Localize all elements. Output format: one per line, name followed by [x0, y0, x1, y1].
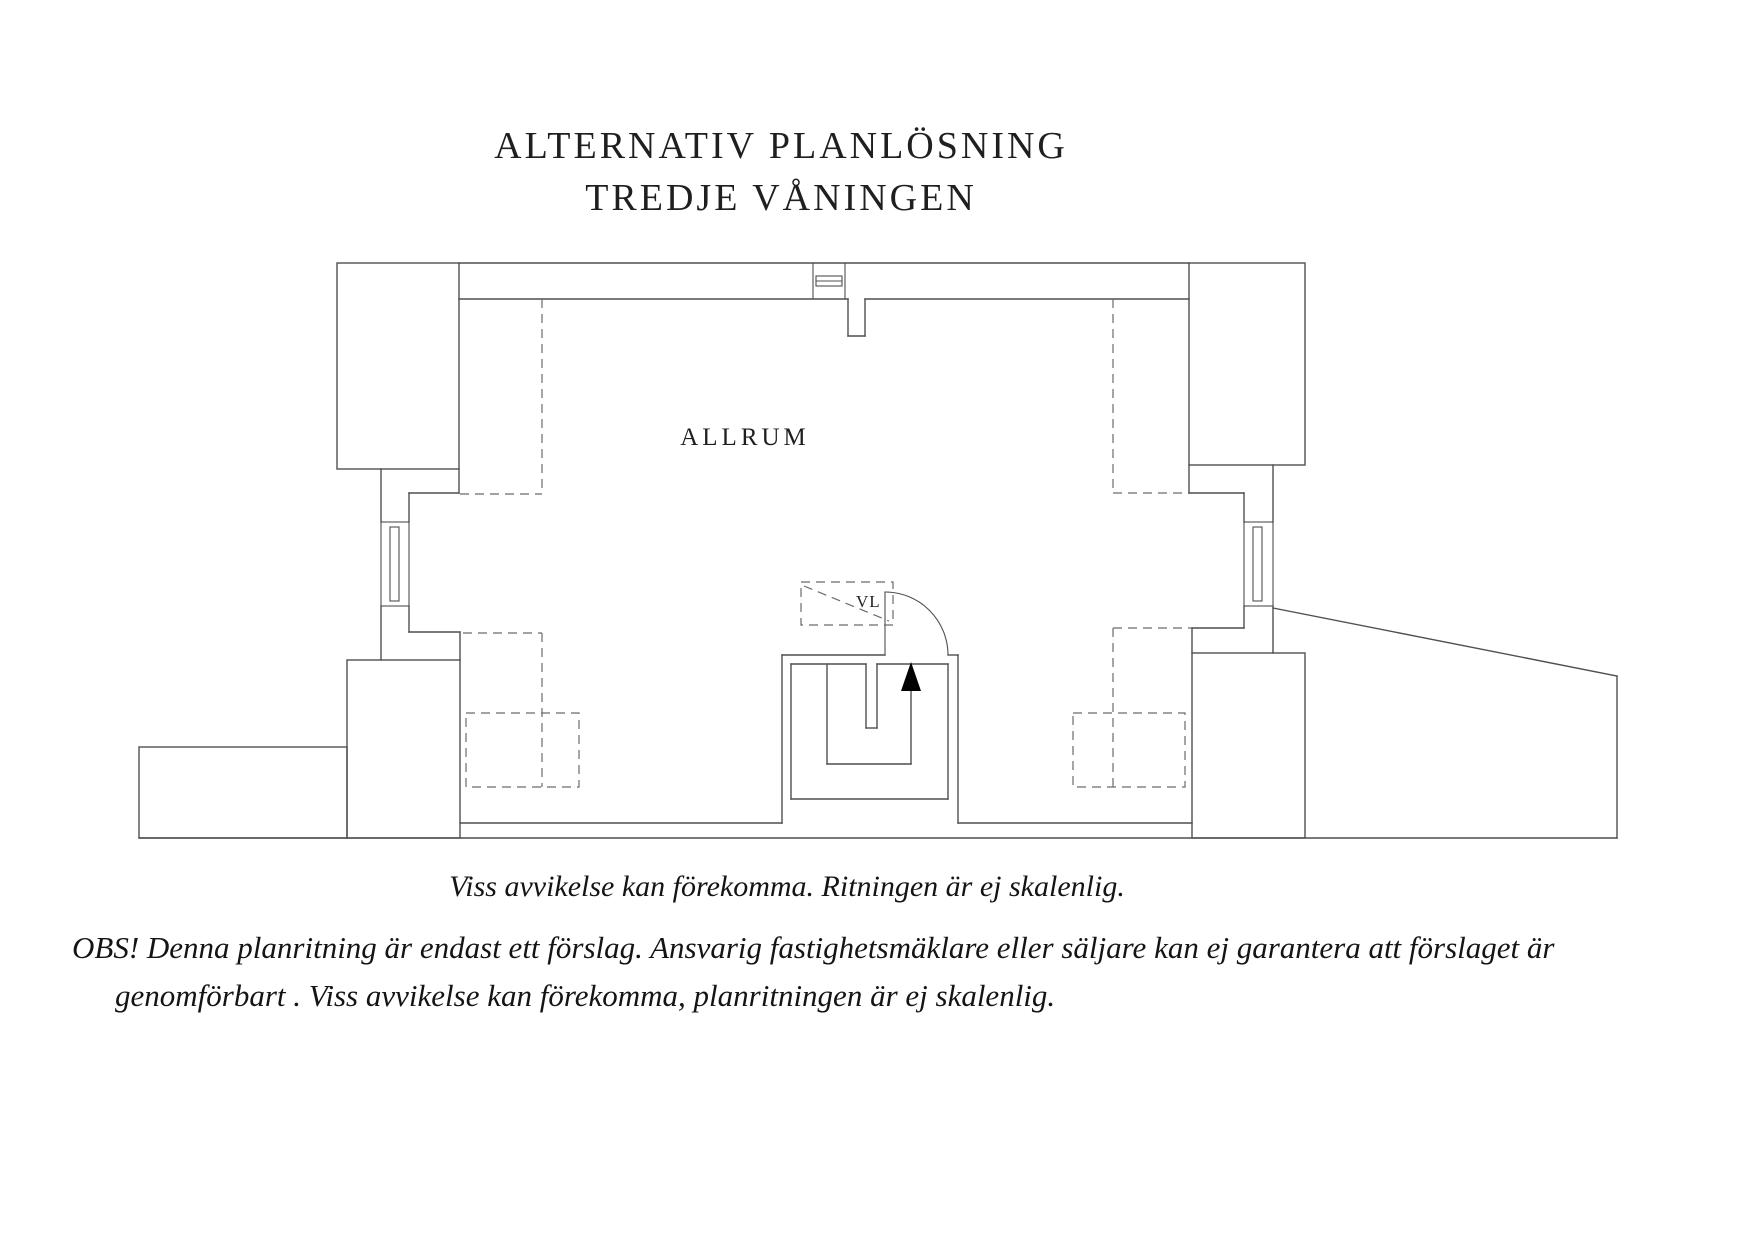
closet-label-vl: VL — [856, 592, 881, 611]
page-subtitle: TREDJE VÅNINGEN — [585, 177, 977, 219]
staircase-enclosure — [781, 654, 959, 824]
disclaimer-line-1: OBS! Denna planritning är endast ett för… — [72, 930, 1555, 965]
room-label-allrum: ALLRUM — [680, 424, 810, 451]
bottom-exterior-wall — [138, 822, 1618, 839]
staircase-steps — [790, 663, 949, 800]
scale-note: Viss avvikelse kan förekomma. Ritningen … — [449, 870, 1125, 903]
dashed-box-right — [1072, 712, 1186, 788]
sloped-roof-edge — [1272, 607, 1618, 839]
right-exterior-wall — [1188, 464, 1274, 654]
left-exterior-wall — [380, 468, 461, 661]
block-bottom-right — [1191, 652, 1306, 839]
balcony-extension-left — [138, 746, 348, 839]
top-exterior-wall — [458, 262, 1190, 300]
top-wall-pier — [847, 298, 866, 337]
dashed-ceiling-line-left — [460, 299, 543, 787]
right-window — [1243, 521, 1274, 607]
vl-closet-dashed-box — [800, 581, 894, 626]
block-bottom-left — [346, 659, 461, 839]
chimney-block-top-right — [1188, 262, 1306, 466]
dashed-box-left — [465, 712, 580, 788]
page-title: ALTERNATIV PLANLÖSNING — [494, 125, 1068, 167]
disclaimer-line-2: genomförbart . Viss avvikelse kan föreko… — [115, 978, 1056, 1013]
door-swing — [884, 591, 949, 656]
title-block: ALTERNATIV PLANLÖSNING TREDJE VÅNINGEN — [0, 120, 1562, 224]
top-window — [812, 262, 846, 300]
left-window — [380, 521, 410, 607]
dashed-ceiling-line-right — [1112, 299, 1192, 787]
chimney-block-top-left — [336, 262, 460, 470]
stair-direction-arrow — [901, 662, 921, 765]
